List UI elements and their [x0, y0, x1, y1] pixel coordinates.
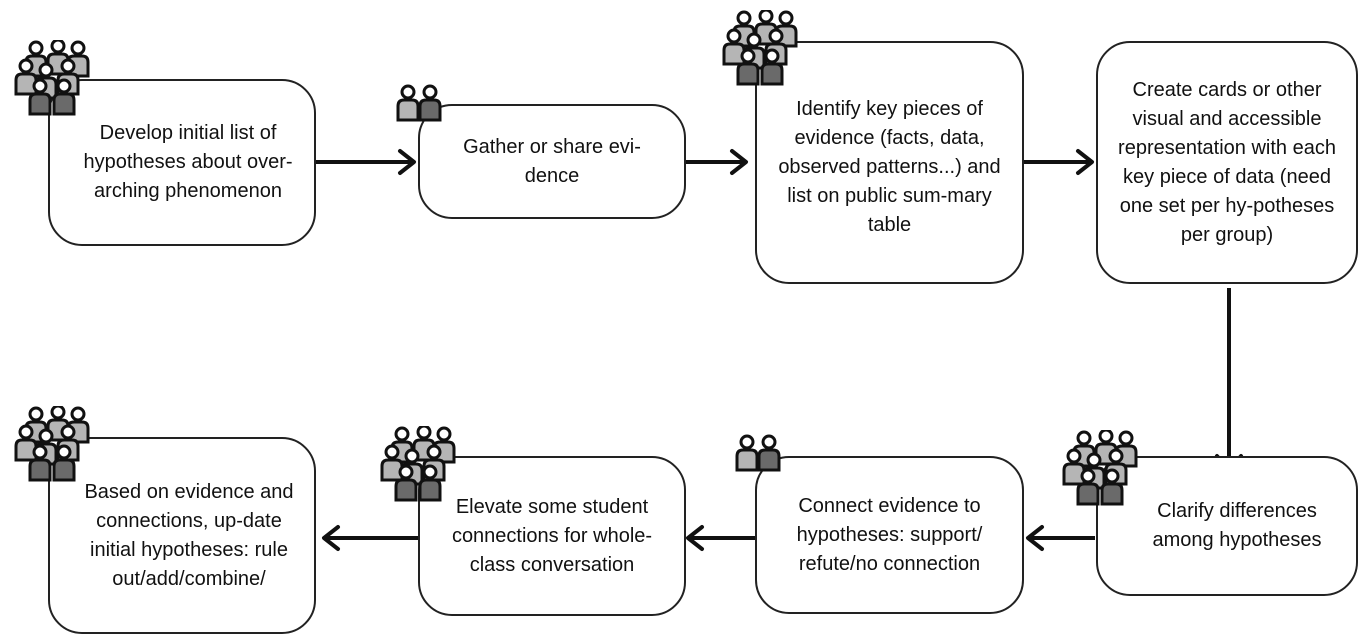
- step-box-1: Develop initial list of hypotheses about…: [48, 79, 316, 246]
- step-text-8: Based on evidence and connections, up-da…: [84, 480, 294, 590]
- step-box-8: Based on evidence and connections, up-da…: [48, 437, 316, 634]
- large-group-icon: [1058, 430, 1148, 508]
- step-box-6: Connect evidence to hypotheses: support/…: [755, 456, 1024, 614]
- arrowhead-6: [686, 525, 704, 551]
- arrowhead-3: [1076, 149, 1094, 175]
- step-box-3: Identify key pieces of evidence (facts, …: [755, 41, 1024, 284]
- step-box-4: Create cards or other visual and accessi…: [1096, 41, 1358, 284]
- arrowhead-7: [322, 525, 340, 551]
- pair-icon: [392, 78, 448, 126]
- step-box-2: Gather or share evi-dence: [418, 104, 686, 219]
- step-text-2: Gather or share evi-dence: [463, 135, 641, 187]
- large-group-icon: [718, 10, 808, 88]
- step-box-7: Elevate some student connections for who…: [418, 456, 686, 616]
- arrowhead-5: [1026, 525, 1044, 551]
- arrowhead-2: [730, 149, 748, 175]
- large-group-icon: [376, 426, 466, 504]
- step-text-6: Connect evidence to hypotheses: support/…: [796, 494, 983, 575]
- step-text-1: Develop initial list of hypotheses about…: [83, 122, 293, 202]
- arrowhead-1: [398, 149, 416, 175]
- large-group-icon: [10, 40, 100, 118]
- step-box-5: Clarify differences among hypotheses: [1096, 456, 1358, 596]
- step-text-3: Identify key pieces of evidence (facts, …: [778, 98, 1001, 236]
- step-text-4: Create cards or other visual and accessi…: [1118, 78, 1336, 246]
- pair-icon: [731, 428, 787, 476]
- large-group-icon: [10, 406, 100, 484]
- step-text-7: Elevate some student connections for who…: [451, 495, 653, 576]
- step-text-5: Clarify differences among hypotheses: [1152, 500, 1322, 551]
